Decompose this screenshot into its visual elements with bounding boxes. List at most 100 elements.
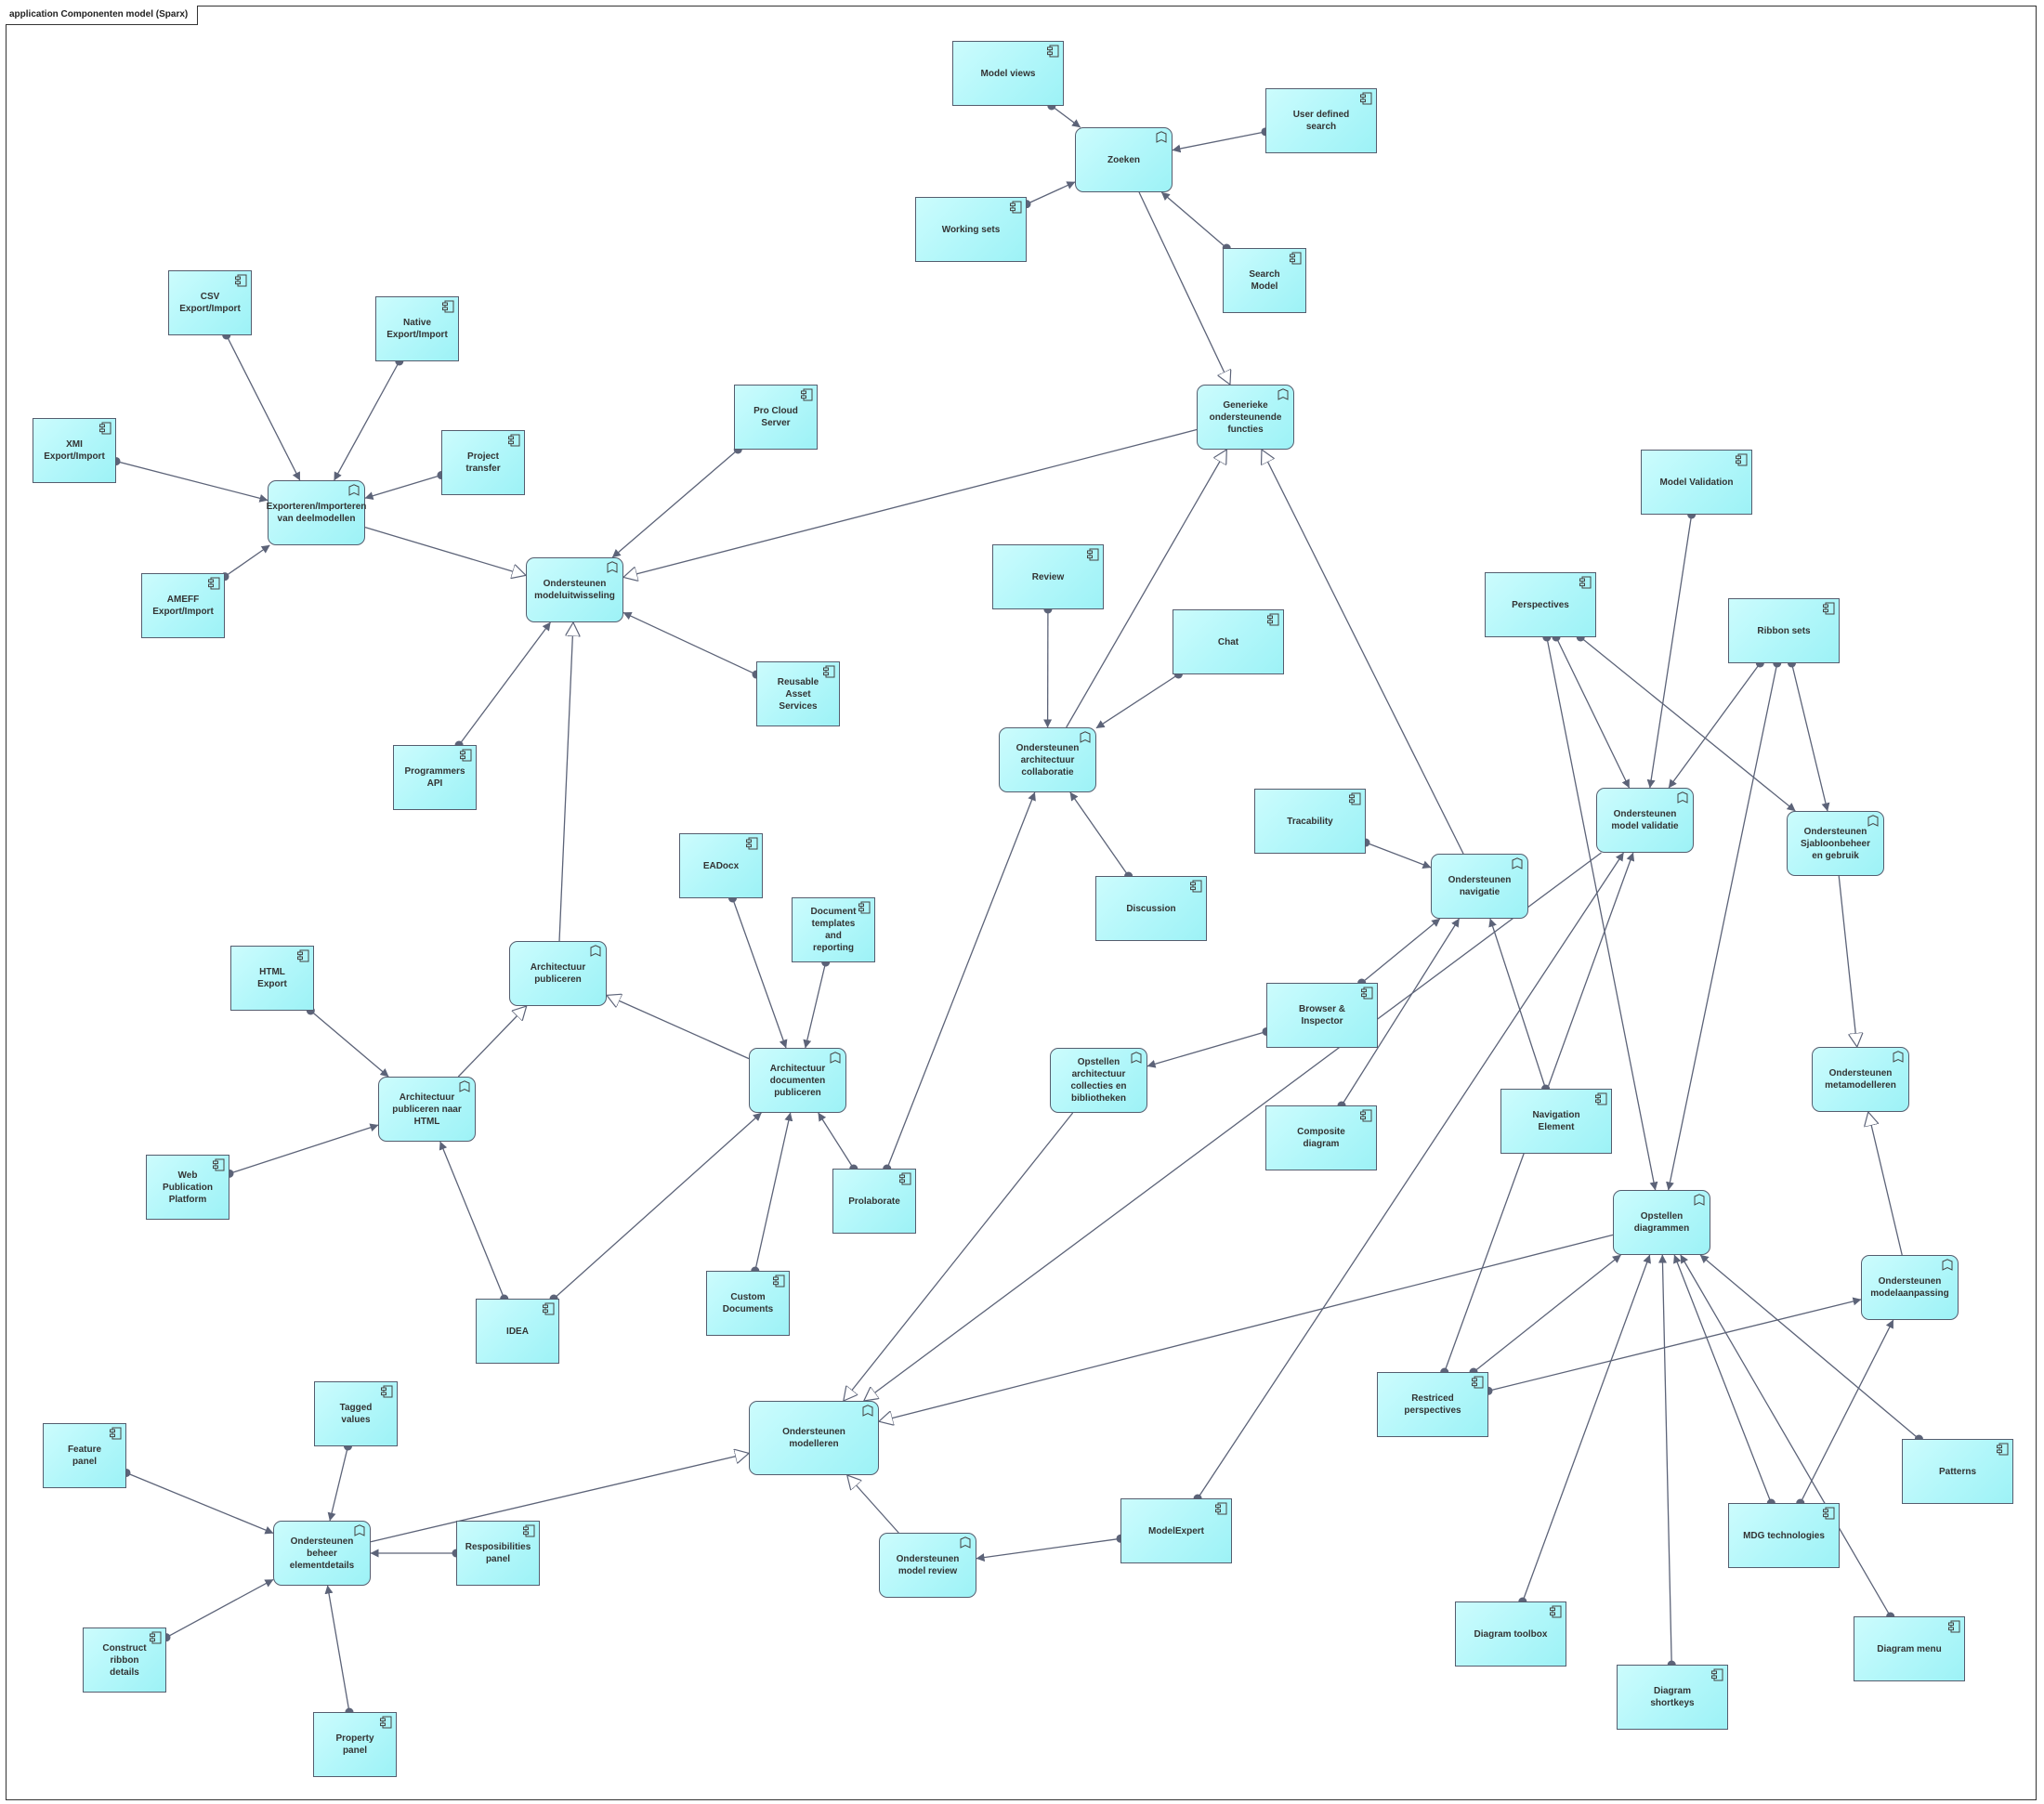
connector-xmi-export-to-exporteren[interactable] (115, 460, 269, 503)
connector-model-review-to-modelleren[interactable] (847, 1475, 899, 1534)
node-tracability[interactable]: Tracability (1254, 789, 1366, 854)
node-arch-publiceren[interactable]: Architectuur publiceren (509, 941, 607, 1006)
connector-search-model-to-zoeken[interactable] (1160, 191, 1227, 249)
node-xmi-export[interactable]: XMI Export/Import (33, 418, 116, 483)
connector-restricted-to-opstellen-diagrammen[interactable] (1473, 1254, 1621, 1373)
connector-diagram-shortkeys-to-opstellen-diagrammen[interactable] (1657, 1254, 1672, 1666)
connector-reusable-to-model-uitwisseling[interactable] (622, 611, 757, 675)
node-modelexpert[interactable]: ModelExpert (1120, 1498, 1232, 1563)
node-discussion[interactable]: Discussion (1095, 876, 1207, 941)
connector-web-pub-to-arch-html[interactable] (229, 1123, 379, 1174)
connector-mdg-to-modelaanpassing[interactable] (1800, 1319, 1894, 1504)
node-pro-cloud[interactable]: Pro Cloud Server (734, 385, 818, 450)
node-opstellen-diagrammen[interactable]: Opstellen diagrammen (1613, 1190, 1710, 1255)
node-review[interactable]: Review (992, 544, 1104, 609)
connector-navigatie-to-generieke[interactable] (1262, 450, 1464, 855)
connector-html-export-to-arch-html[interactable] (309, 1010, 389, 1078)
connector-browser-to-opstellen-collecties[interactable] (1146, 1030, 1267, 1068)
connector-nav-element-to-navigatie[interactable] (1488, 918, 1547, 1090)
connector-exporteren-to-model-uitwisseling[interactable] (364, 527, 526, 576)
connector-patterns-to-opstellen-diagrammen[interactable] (1699, 1254, 1920, 1440)
connector-discussion-to-arch-collab[interactable] (1069, 791, 1130, 877)
node-idea[interactable]: IDEA (476, 1299, 559, 1364)
connector-composite-to-navigatie[interactable] (1341, 918, 1461, 1106)
node-navigatie[interactable]: Ondersteunen navigatie (1431, 854, 1528, 919)
connector-construct-ribbon-to-beheer-element[interactable] (165, 1578, 274, 1639)
node-restricted[interactable]: Restriced perspectives (1377, 1372, 1488, 1437)
node-csv-export[interactable]: CSV Export/Import (168, 270, 252, 335)
node-property-panel[interactable]: Property panel (313, 1712, 397, 1777)
node-working-sets[interactable]: Working sets (915, 197, 1027, 262)
node-model-views[interactable]: Model views (952, 41, 1064, 106)
node-custom-docs[interactable]: Custom Documents (706, 1271, 790, 1336)
connector-property-panel-to-beheer-element[interactable] (324, 1585, 350, 1713)
node-resp-panel[interactable]: Resposibilities panel (456, 1521, 540, 1586)
connector-modelexpert-to-model-review[interactable] (976, 1537, 1121, 1562)
node-beheer-element[interactable]: Ondersteunen beheer elementdetails (273, 1521, 371, 1586)
node-composite[interactable]: Composite diagram (1265, 1105, 1377, 1170)
node-modelleren[interactable]: Ondersteunen modelleren (749, 1401, 879, 1475)
connector-arch-html-to-arch-publiceren[interactable] (457, 1006, 526, 1078)
node-metamodelleren[interactable]: Ondersteunen metamodelleren (1812, 1047, 1909, 1112)
connector-arch-publiceren-to-model-uitwisseling[interactable] (558, 622, 573, 942)
connector-diagram-toolbox-to-opstellen-diagrammen[interactable] (1522, 1254, 1651, 1602)
node-nav-element[interactable]: Navigation Element (1500, 1089, 1612, 1154)
node-sjabloon[interactable]: Ondersteunen Sjabloonbeheer en gebruik (1787, 811, 1884, 876)
connector-browser-to-navigatie[interactable] (1361, 918, 1441, 984)
node-project-transfer[interactable]: Project transfer (441, 430, 525, 495)
connector-perspectives-to-model-validatie[interactable] (1555, 636, 1631, 789)
node-modelaanpassing[interactable]: Ondersteunen modelaanpassing (1861, 1255, 1959, 1320)
node-web-pub[interactable]: Web Publication Platform (146, 1155, 229, 1220)
connector-mdg-to-opstellen-diagrammen[interactable] (1673, 1254, 1772, 1504)
node-construct-ribbon[interactable]: Construct ribbon details (83, 1628, 166, 1693)
node-model-review[interactable]: Ondersteunen model review (879, 1533, 976, 1598)
node-patterns[interactable]: Patterns (1902, 1439, 2013, 1504)
connector-beheer-element-to-modelleren[interactable] (370, 1453, 749, 1543)
node-exporteren[interactable]: Exporteren/Importeren van deelmodellen (267, 480, 366, 545)
node-arch-html[interactable]: Architectuur publiceren naar HTML (378, 1077, 476, 1142)
connector-working-sets-to-zoeken[interactable] (1026, 181, 1076, 205)
node-zoeken[interactable]: Zoeken (1075, 127, 1173, 192)
connector-tagged-values-to-beheer-element[interactable] (327, 1445, 349, 1522)
node-generieke[interactable]: Generieke ondersteunende functies (1197, 385, 1294, 450)
connector-zoeken-to-generieke[interactable] (1138, 191, 1230, 385)
node-ribbon-sets[interactable]: Ribbon sets (1728, 598, 1840, 663)
node-opstellen-collecties[interactable]: Opstellen architectuur collecties en bib… (1050, 1048, 1147, 1113)
connector-opstellen-collecties-to-modelleren[interactable] (844, 1112, 1074, 1401)
connector-ribbon-sets-to-opstellen-diagrammen[interactable] (1666, 662, 1778, 1191)
connector-tracability-to-navigatie[interactable] (1365, 842, 1432, 869)
node-diagram-toolbox[interactable]: Diagram toolbox (1455, 1601, 1566, 1667)
connector-model-views-to-zoeken[interactable] (1051, 105, 1081, 128)
node-arch-docs[interactable]: Architectuur documenten publiceren (749, 1048, 846, 1113)
node-reusable[interactable]: Reusable Asset Services (756, 661, 840, 726)
connector-chat-to-arch-collab[interactable] (1095, 673, 1179, 729)
connector-doc-templates-to-arch-docs[interactable] (803, 961, 827, 1049)
node-diagram-shortkeys[interactable]: Diagram shortkeys (1617, 1665, 1728, 1730)
node-model-validation[interactable]: Model Validation (1641, 450, 1752, 515)
connector-ameff-to-exporteren[interactable] (224, 544, 270, 578)
connector-idea-to-arch-html[interactable] (439, 1141, 505, 1300)
node-mdg[interactable]: MDG technologies (1728, 1503, 1840, 1568)
node-perspectives[interactable]: Perspectives (1485, 572, 1596, 637)
node-user-defined-search[interactable]: User defined search (1265, 88, 1377, 153)
connector-arch-collab-to-generieke[interactable] (1066, 450, 1227, 728)
connector-prolaborate-to-arch-docs[interactable] (818, 1112, 855, 1170)
node-feature-panel[interactable]: Feature panel (43, 1423, 126, 1488)
connector-sjabloon-to-metamodelleren[interactable] (1838, 875, 1857, 1047)
connector-arch-docs-to-arch-publiceren[interactable] (607, 995, 750, 1060)
connector-csv-export-to-exporteren[interactable] (226, 334, 301, 481)
connector-eadocx-to-arch-docs[interactable] (731, 897, 788, 1049)
node-programmers-api[interactable]: Programmers API (393, 745, 477, 810)
connector-prolaborate-to-arch-collab[interactable] (886, 791, 1036, 1170)
connector-ribbon-sets-to-sjabloon[interactable] (1790, 662, 1830, 812)
connector-generieke-to-model-uitwisseling[interactable] (623, 428, 1198, 578)
node-model-uitwisseling[interactable]: Ondersteunen modeluitwisseling (526, 557, 623, 622)
connector-diagram-menu-to-opstellen-diagrammen[interactable] (1680, 1254, 1892, 1617)
connector-user-defined-search-to-zoeken[interactable] (1172, 131, 1266, 153)
node-diagram-menu[interactable]: Diagram menu (1854, 1616, 1965, 1681)
node-search-model[interactable]: Search Model (1223, 248, 1306, 313)
connector-native-export-to-exporteren[interactable] (334, 360, 400, 481)
node-browser[interactable]: Browser & Inspector (1266, 983, 1378, 1048)
node-chat[interactable]: Chat (1173, 609, 1284, 674)
connector-ribbon-sets-to-model-validatie[interactable] (1668, 662, 1761, 789)
